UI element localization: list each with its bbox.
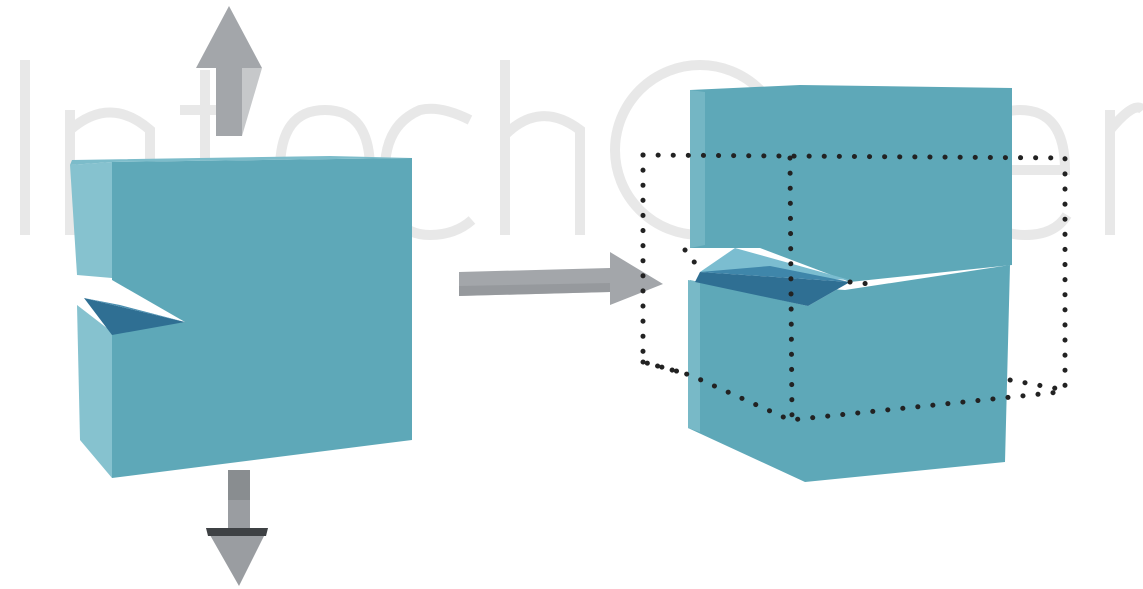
original-outline-dotted — [640, 152, 1068, 423]
arrow-up-icon — [196, 6, 262, 136]
notched-block-deformed — [688, 85, 1012, 482]
notch-crack — [695, 272, 850, 306]
arrow-right-icon — [459, 252, 663, 305]
notch-crack — [84, 298, 185, 335]
notched-block-initial — [70, 156, 412, 478]
arrow-down-icon — [206, 470, 268, 586]
